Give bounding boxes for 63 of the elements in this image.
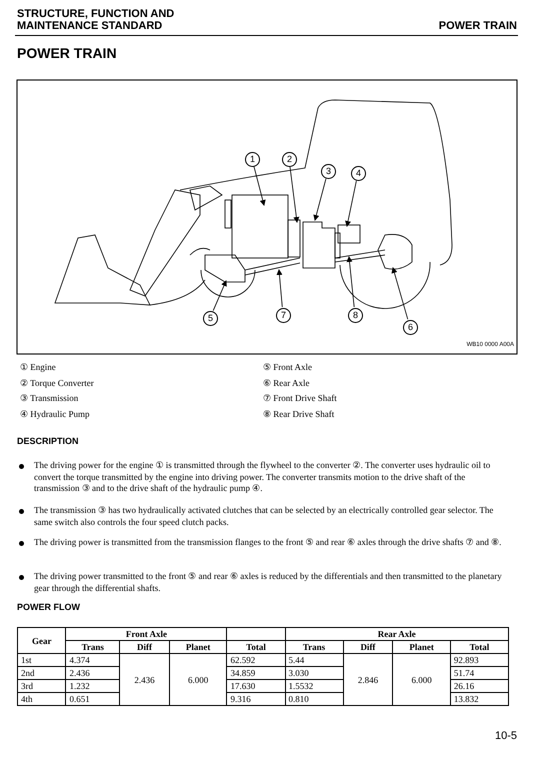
table-cell: 9.316 xyxy=(226,692,285,706)
table-cell: 2nd xyxy=(18,666,66,680)
table-cell: 2.436 xyxy=(120,654,170,706)
callout-number: 8 xyxy=(348,308,363,323)
header-cell: Gear xyxy=(18,628,66,654)
table-cell: 13.832 xyxy=(450,692,508,706)
callout-number: 6 xyxy=(403,320,418,335)
header-title: STRUCTURE, FUNCTION AND MAINTENANCE STANDARD xyxy=(17,8,176,32)
header-cell: Total xyxy=(226,640,285,654)
callout-number: 2 xyxy=(282,152,297,167)
table-cell: 92.893 xyxy=(450,654,508,666)
table-cell: 4.374 xyxy=(66,654,120,666)
callout-number: 1 xyxy=(245,152,260,167)
section-heading: POWER FLOW xyxy=(17,602,80,612)
table-cell: 2.846 xyxy=(343,654,393,706)
header-cell: Diff xyxy=(343,640,393,654)
part-legend-item: ⑧ Rear Drive Shaft xyxy=(263,408,334,418)
header-cell: Planet xyxy=(169,640,227,654)
leader-line xyxy=(276,269,283,308)
table-cell: 3rd xyxy=(18,680,66,692)
header-cell: Trans xyxy=(66,640,120,654)
header-cell: Total xyxy=(450,640,508,654)
table-cell: 6.000 xyxy=(392,654,450,706)
table-cell: 17.630 xyxy=(226,680,285,692)
part-legend-item: ① Engine xyxy=(20,362,56,372)
callout-number: 4 xyxy=(351,166,366,181)
part-legend-item: ⑦ Front Drive Shaft xyxy=(263,393,337,403)
header-cell: Diff xyxy=(120,640,170,654)
header-cell: Trans xyxy=(285,640,344,654)
leader-line xyxy=(254,166,266,206)
callout-number: 3 xyxy=(321,164,336,179)
part-legend-item: ② Torque Converter xyxy=(20,378,94,388)
callout-number: 7 xyxy=(276,308,291,323)
header-cell: Planet xyxy=(392,640,450,654)
header-section: POWER TRAIN xyxy=(438,20,517,32)
page-number: 10-5 xyxy=(494,730,517,742)
table-cell: 26.16 xyxy=(450,680,508,692)
table-cell: 1st xyxy=(18,654,66,666)
part-legend-item: ③ Transmission xyxy=(20,393,78,403)
table-cell: 62.592 xyxy=(226,654,285,666)
callout-number: 5 xyxy=(203,311,218,326)
description-paragraph: The driving power for the engine ① is transmitted through the flywheel to the converter ②. The converter uses hydraulic oil to convert the torque transmitted by the engine into driving power. The converter transmits motion to the drive shaft of the transmission ③ and to the drive shaft of the hydraulic pump ④. xyxy=(34,460,492,494)
part-legend-item: ④ Hydraulic Pump xyxy=(20,408,90,418)
leader-line xyxy=(345,180,357,227)
table-cell: 34.859 xyxy=(226,666,285,680)
table-cell: 4th xyxy=(18,692,66,706)
table-cell: 51.74 xyxy=(450,666,508,680)
table-cell: 5.44 xyxy=(285,654,344,666)
table-cell: 6.000 xyxy=(169,654,227,706)
part-legend-item: ⑤ Front Axle xyxy=(263,362,312,372)
description-paragraph: The driving power transmitted to the front ⑤ and rear ⑥ axles is reduced by the differentials and then transmitted to the planetary gear through the differential shafts. xyxy=(34,571,503,594)
leader-line xyxy=(392,267,408,320)
header-cell: Rear Axle xyxy=(285,628,508,640)
leader-line xyxy=(212,280,227,312)
section-heading: DESCRIPTION xyxy=(17,436,79,446)
leader-line xyxy=(313,178,326,221)
part-legend-item: ⑥ Rear Axle xyxy=(263,378,310,388)
leader-line xyxy=(290,166,300,223)
description-paragraph: The transmission ③ has two hydraulically activated clutches that can be selected by an electrically controlled gear selector. The same switch also controls the four speed clutch packs. xyxy=(34,505,494,528)
header-cell: Front Axle xyxy=(66,628,227,640)
leader-line xyxy=(346,256,355,308)
description-paragraph: The driving power is transmitted from the transmission flanges to the front ⑤ and rear ⑥ axles through the drive shafts ⑦ and ⑧. xyxy=(34,537,502,548)
page-title: POWER TRAIN xyxy=(17,45,117,61)
